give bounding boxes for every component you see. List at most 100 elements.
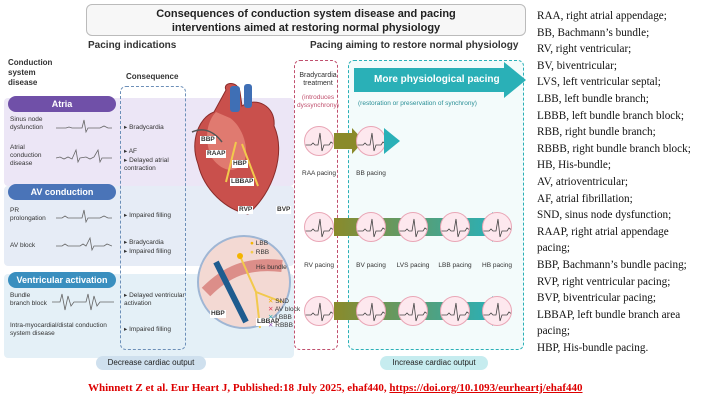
legend-line: BVP, biventricular pacing; bbox=[537, 292, 656, 305]
ecg-trace bbox=[399, 218, 427, 238]
arrow-row1-end bbox=[384, 128, 400, 154]
ecg-trace bbox=[399, 302, 427, 322]
citation-text: Whinnett Z et al. Eur Heart J, Published… bbox=[88, 382, 390, 394]
heart-label-lbbap: LBBAP bbox=[230, 178, 255, 186]
ecg-circle-rv bbox=[304, 212, 334, 242]
ecg-av-block bbox=[56, 236, 112, 252]
ecg-circle-row3-4 bbox=[440, 296, 470, 326]
ventricular-label: Ventricular activation bbox=[8, 272, 116, 288]
legend-line: RAAP, right atrial appendage bbox=[537, 225, 669, 238]
legend-line: RAA, right atrial appendage; bbox=[537, 10, 667, 22]
legend-line: HBP, His-bundle pacing. bbox=[537, 341, 649, 354]
legend-line: BV, biventricular; bbox=[537, 59, 617, 72]
increase-output-pill: Increase cardiac output bbox=[380, 356, 488, 370]
sinus-node-dysfunction: Sinus node dysfunction bbox=[10, 116, 43, 131]
decrease-output-pill: Decrease cardiac output bbox=[96, 356, 206, 370]
legend-line: pacing; bbox=[537, 242, 570, 255]
legend-line: LVS, left ventricular septal; bbox=[537, 76, 661, 89]
zoom-legend-item: ✕ SND bbox=[268, 298, 289, 305]
ecg-trace bbox=[357, 132, 385, 152]
central-illustration: Consequences of conduction system diseas… bbox=[4, 4, 526, 370]
ecg-trace bbox=[441, 302, 469, 322]
ecg-circle-row3-2 bbox=[356, 296, 386, 326]
consequence-impaired-filling-2: ▸ Impaired filling bbox=[124, 248, 171, 255]
ecg-snd bbox=[56, 119, 112, 134]
col-disease-header: Conduction system disease bbox=[8, 58, 53, 87]
atria-label: Atria bbox=[8, 96, 116, 112]
ecg-trace bbox=[305, 132, 333, 152]
bradycardia-treatment-box bbox=[294, 60, 338, 350]
ecg-circle-lvs bbox=[398, 212, 428, 242]
legend-line: RVP, right ventricular pacing; bbox=[537, 275, 671, 288]
ecg-trace bbox=[305, 302, 333, 322]
legend-line: RBB, right bundle branch; bbox=[537, 126, 656, 139]
av-label: AV conduction bbox=[8, 184, 116, 200]
atrial-conduction-disease: Atrial conduction disease bbox=[10, 144, 42, 167]
legend-line: HB, His-bundle; bbox=[537, 159, 611, 172]
ecg-trace bbox=[357, 218, 385, 238]
consequence-bradycardia-2: ▸ Bradycardia bbox=[124, 239, 164, 246]
zoom-label-hbp: HBP bbox=[210, 310, 226, 318]
legend-line: pacing; bbox=[537, 325, 570, 338]
ecg-circle-row3-3 bbox=[398, 296, 428, 326]
abbreviation-legend: RAA, right atrial appendage; BB, Bachmann… bbox=[537, 8, 717, 356]
cross-icon: ✕ bbox=[268, 298, 276, 305]
heart-illustration bbox=[191, 83, 280, 215]
ecg-circle-row3-5 bbox=[482, 296, 512, 326]
pace-label-lbb: LBB pacing bbox=[438, 262, 472, 269]
pace-label-raa: RAA pacing bbox=[302, 170, 336, 177]
introduces-dyssynchrony: (introduces dyssynchrony) bbox=[297, 94, 339, 109]
ecg-circle-lbb bbox=[440, 212, 470, 242]
ecg-trace bbox=[483, 302, 511, 322]
ecg-trace bbox=[441, 218, 469, 238]
zoom-legend-item: ✕ RBBB bbox=[268, 322, 293, 329]
legend-line: LBBB, left bundle branch block; bbox=[537, 109, 684, 122]
zoom-label-his-bundle: His bundle bbox=[256, 264, 287, 271]
citation-doi-link[interactable]: https://doi.org/10.1093/eurheartj/ehaf44… bbox=[389, 382, 583, 394]
pace-label-bb: BB pacing bbox=[356, 170, 386, 177]
citation: Whinnett Z et al. Eur Heart J, Published… bbox=[88, 382, 688, 394]
heart-label-raap: RAAP bbox=[206, 150, 227, 158]
consequence-box bbox=[120, 86, 186, 350]
ecg-bbb bbox=[52, 293, 114, 311]
legend-line: AF, atrial fibrillation; bbox=[537, 192, 633, 205]
ecg-circle-bv bbox=[356, 212, 386, 242]
ecg-circle-hb bbox=[482, 212, 512, 242]
restoration-note: (restoration or preservation of synchron… bbox=[358, 100, 477, 107]
pace-label-rv: RV pacing bbox=[304, 262, 334, 269]
pace-label-bv: BV pacing bbox=[356, 262, 386, 269]
legend-line: BB, Bachmann’s bundle; bbox=[537, 26, 650, 39]
zoom-legend-item: ✕ AV block bbox=[268, 306, 301, 313]
figure-title: Consequences of conduction system diseas… bbox=[86, 4, 526, 36]
av-block: AV block bbox=[10, 242, 36, 249]
consequence-impaired-filling-1: ▸ Impaired filling bbox=[124, 212, 171, 219]
consequence-bradycardia-1: ▸ Bradycardia bbox=[124, 124, 164, 131]
zoom-label-lbb: ● LBB bbox=[250, 240, 269, 247]
more-physiological-label: More physiological pacing bbox=[374, 74, 500, 85]
legend-line: BBP, Bachmann’s bundle pacing; bbox=[537, 258, 687, 271]
ecg-circle-bb bbox=[356, 126, 386, 156]
ecg-trace bbox=[305, 218, 333, 238]
cross-icon: ✕ bbox=[268, 306, 275, 313]
consequence-impaired-filling-3: ▸ Impaired filling bbox=[124, 326, 171, 333]
ecg-pr bbox=[56, 209, 112, 224]
more-physiological-arrow bbox=[354, 62, 526, 98]
legend-line: RV, right ventricular; bbox=[537, 43, 632, 56]
intra-myocardial-disease: Intra-myocardial/distal conduction syste… bbox=[10, 322, 107, 337]
zoom-legend-item: ✕ LBBB bbox=[268, 314, 292, 321]
heart-label-hbp: HBP bbox=[232, 160, 248, 168]
consequence-delayed-atrial: ▸ Delayed atrial contraction bbox=[124, 157, 169, 172]
heart-label-rvp: RVP bbox=[238, 206, 254, 214]
consequence-delayed-ventricular: ▸ Delayed ventricular activation bbox=[124, 292, 185, 307]
pacing-indications-heading: Pacing indications bbox=[88, 40, 177, 51]
pacing-aiming-heading: Pacing aiming to restore normal physiolo… bbox=[310, 40, 519, 51]
conduction-zoom-illustration bbox=[197, 235, 291, 329]
heart-label-bvp: BVP bbox=[276, 206, 292, 214]
legend-line: SND, sinus node dysfunction; bbox=[537, 209, 672, 222]
pace-label-lvs: LVS pacing bbox=[396, 262, 430, 269]
cross-icon: ✕ bbox=[268, 314, 276, 321]
legend-line: LBB, left bundle branch; bbox=[537, 92, 649, 105]
pr-prolongation: PR prolongation bbox=[10, 207, 46, 222]
zoom-label-rbb: ● RBB bbox=[250, 249, 270, 256]
zoom-label-lbbap: LBBAP bbox=[256, 318, 281, 326]
